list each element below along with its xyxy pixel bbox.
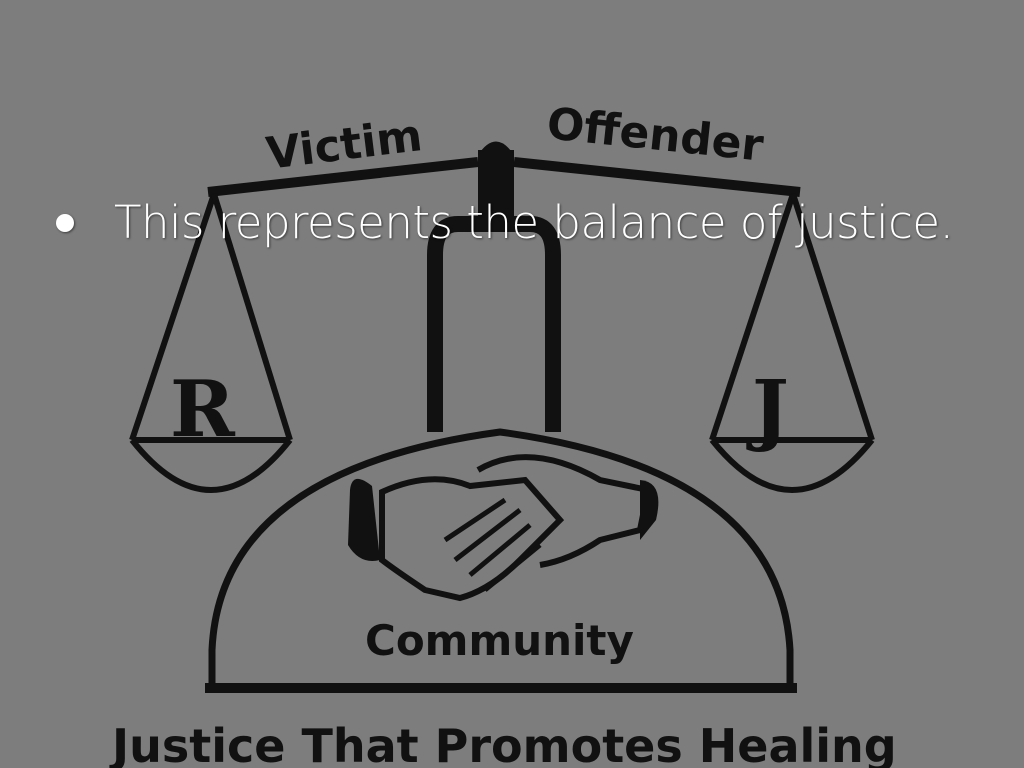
- letter-r: R: [170, 364, 236, 455]
- community-label: Community: [365, 616, 634, 665]
- right-pan: [709, 193, 875, 493]
- handshake-icon: [348, 454, 659, 602]
- bullet-text: This represents the balance of justice.: [114, 196, 954, 249]
- bullet-dot-icon: [56, 213, 74, 232]
- community-dome: [205, 428, 797, 693]
- left-pan: [129, 193, 293, 493]
- caption: Justice That Promotes Healing: [109, 719, 897, 768]
- scale-pillar: [427, 141, 561, 432]
- offender-label: Offender: [544, 98, 766, 171]
- scale-beam: [207, 157, 801, 197]
- bullet-item: This represents the balance of justice.: [56, 196, 954, 249]
- bullet-list: This represents the balance of justice.: [56, 196, 954, 249]
- letter-j: J: [746, 364, 789, 455]
